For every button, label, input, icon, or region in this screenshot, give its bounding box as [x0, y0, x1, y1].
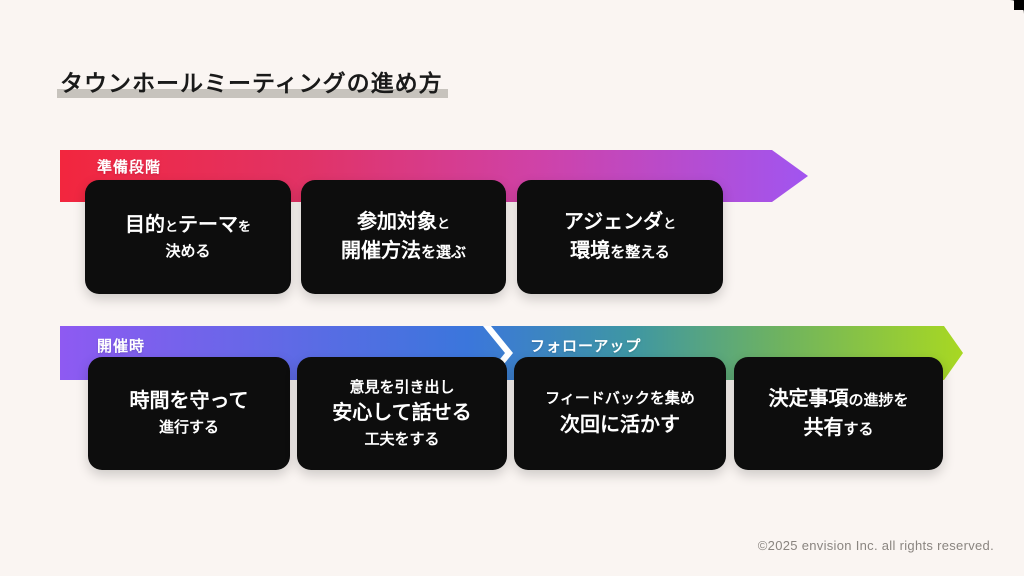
card-text-segment: と	[663, 216, 677, 231]
card-text-segment: 環境	[570, 240, 611, 262]
corner-notch	[1014, 0, 1024, 10]
card-keep-time: 時間を守って進行する	[88, 357, 290, 470]
card-text-segment: 決める	[165, 242, 211, 260]
copyright-notice: ©2025 envision Inc. all rights reserved.	[757, 538, 994, 553]
card-line: 開催方法を選ぶ	[341, 237, 466, 266]
band-label-preparation: 準備段階	[97, 159, 162, 176]
card-line: 安心して話せる	[332, 399, 471, 428]
card-line: 目的とテーマを	[125, 211, 251, 240]
card-text-segment: と	[164, 218, 178, 234]
card-text-segment: と	[436, 216, 450, 231]
card-line: 環境を整える	[570, 237, 670, 266]
band-label-followup: フォローアップ	[530, 338, 642, 355]
card-define-purpose-theme: 目的とテーマを決める	[85, 180, 291, 294]
card-line: フィードバックを集め	[545, 387, 695, 410]
card-text-segment: 目的	[124, 213, 165, 236]
card-text-segment: フィードバックを集め	[545, 390, 695, 408]
card-text-segment: 工夫をする	[364, 431, 440, 448]
card-share-progress: 決定事項の進捗を共有する	[734, 357, 943, 470]
card-line: 工夫をする	[364, 428, 439, 451]
card-text-segment: 開催方法	[340, 240, 421, 262]
card-text-segment: 安心して話せる	[332, 402, 472, 424]
card-line: 次回に活かす	[560, 411, 680, 440]
card-line: 決める	[165, 240, 210, 263]
card-line: アジェンダと	[564, 208, 676, 237]
page-title: タウンホールミーティングの進め方	[57, 64, 448, 98]
card-text-segment: 時間を守って	[129, 390, 249, 413]
card-text-segment: 共有	[803, 416, 844, 439]
card-text-segment: テーマ	[178, 213, 238, 236]
card-text-segment: の進捗を	[848, 391, 909, 409]
band-label-during: 開催時	[97, 338, 146, 355]
card-safe-to-speak: 意見を引き出し安心して話せる工夫をする	[297, 357, 507, 470]
card-text-segment: 次回に活かす	[560, 413, 680, 436]
card-line: 時間を守って	[130, 387, 249, 416]
card-line: 意見を引き出し	[349, 376, 454, 399]
card-text-segment: アジェンダ	[563, 211, 664, 233]
card-line: 参加対象と	[357, 208, 450, 237]
card-prepare-agenda-environment: アジェンダと環境を整える	[517, 180, 723, 294]
card-text-segment: を	[238, 218, 252, 234]
card-choose-participants-format: 参加対象と開催方法を選ぶ	[301, 180, 506, 294]
card-text-segment: 意見を引き出し	[349, 378, 455, 396]
card-collect-feedback: フィードバックを集め次回に活かす	[514, 357, 726, 470]
card-line: 共有する	[803, 414, 873, 443]
card-text-segment: を整える	[610, 244, 670, 261]
card-line: 進行する	[159, 416, 219, 439]
card-text-segment: する	[843, 420, 874, 438]
card-line: 決定事項の進捗を	[768, 385, 908, 414]
card-text-segment: を選ぶ	[420, 244, 466, 261]
card-text-segment: 決定事項	[768, 387, 849, 410]
card-text-segment: 参加対象	[356, 211, 437, 233]
card-text-segment: 進行する	[158, 419, 219, 437]
page-title-text: タウンホールミーティングの進め方	[60, 70, 443, 96]
